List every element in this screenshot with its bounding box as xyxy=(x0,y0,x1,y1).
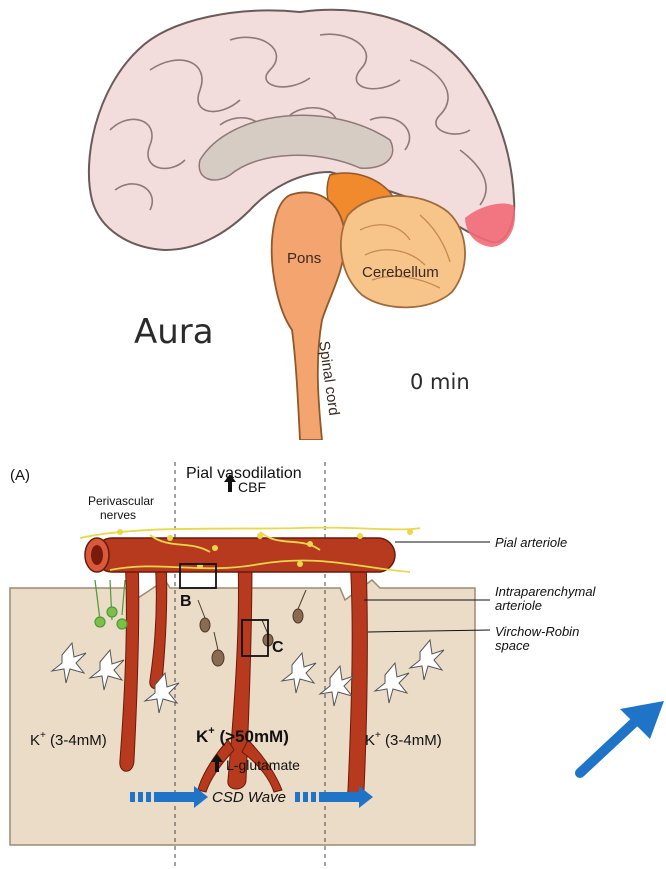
panel-label: (A) xyxy=(10,467,30,484)
vr-label-2: space xyxy=(495,638,530,653)
csd-diagram: (A) Pial vasodilation CBF Perivascular n… xyxy=(0,440,666,869)
csd-wave-label: CSD Wave xyxy=(212,789,286,806)
pons-label: Pons xyxy=(287,250,321,267)
pial-arteriole-lumen xyxy=(91,545,103,565)
intra-label-2: arteriole xyxy=(495,598,542,613)
box-b-label: B xyxy=(180,593,192,610)
box-c-label: C xyxy=(272,639,284,656)
aura-title: Aura xyxy=(134,312,214,352)
glutamate-label: L-glutamate xyxy=(226,757,300,773)
pial-arteriole-label: Pial arteriole xyxy=(495,535,567,550)
next-arrow-icon xyxy=(570,695,666,785)
time-label: 0 min xyxy=(410,370,470,394)
vr-label-1: Virchow-Robin xyxy=(495,624,579,639)
cerebellum-label: Cerebellum xyxy=(362,264,439,281)
cbf-label: CBF xyxy=(238,479,266,495)
perivascular-label-2: nerves xyxy=(100,508,136,522)
intra-label-1: Intraparenchymal xyxy=(495,584,597,599)
perivascular-label-1: Perivascular xyxy=(88,494,154,508)
